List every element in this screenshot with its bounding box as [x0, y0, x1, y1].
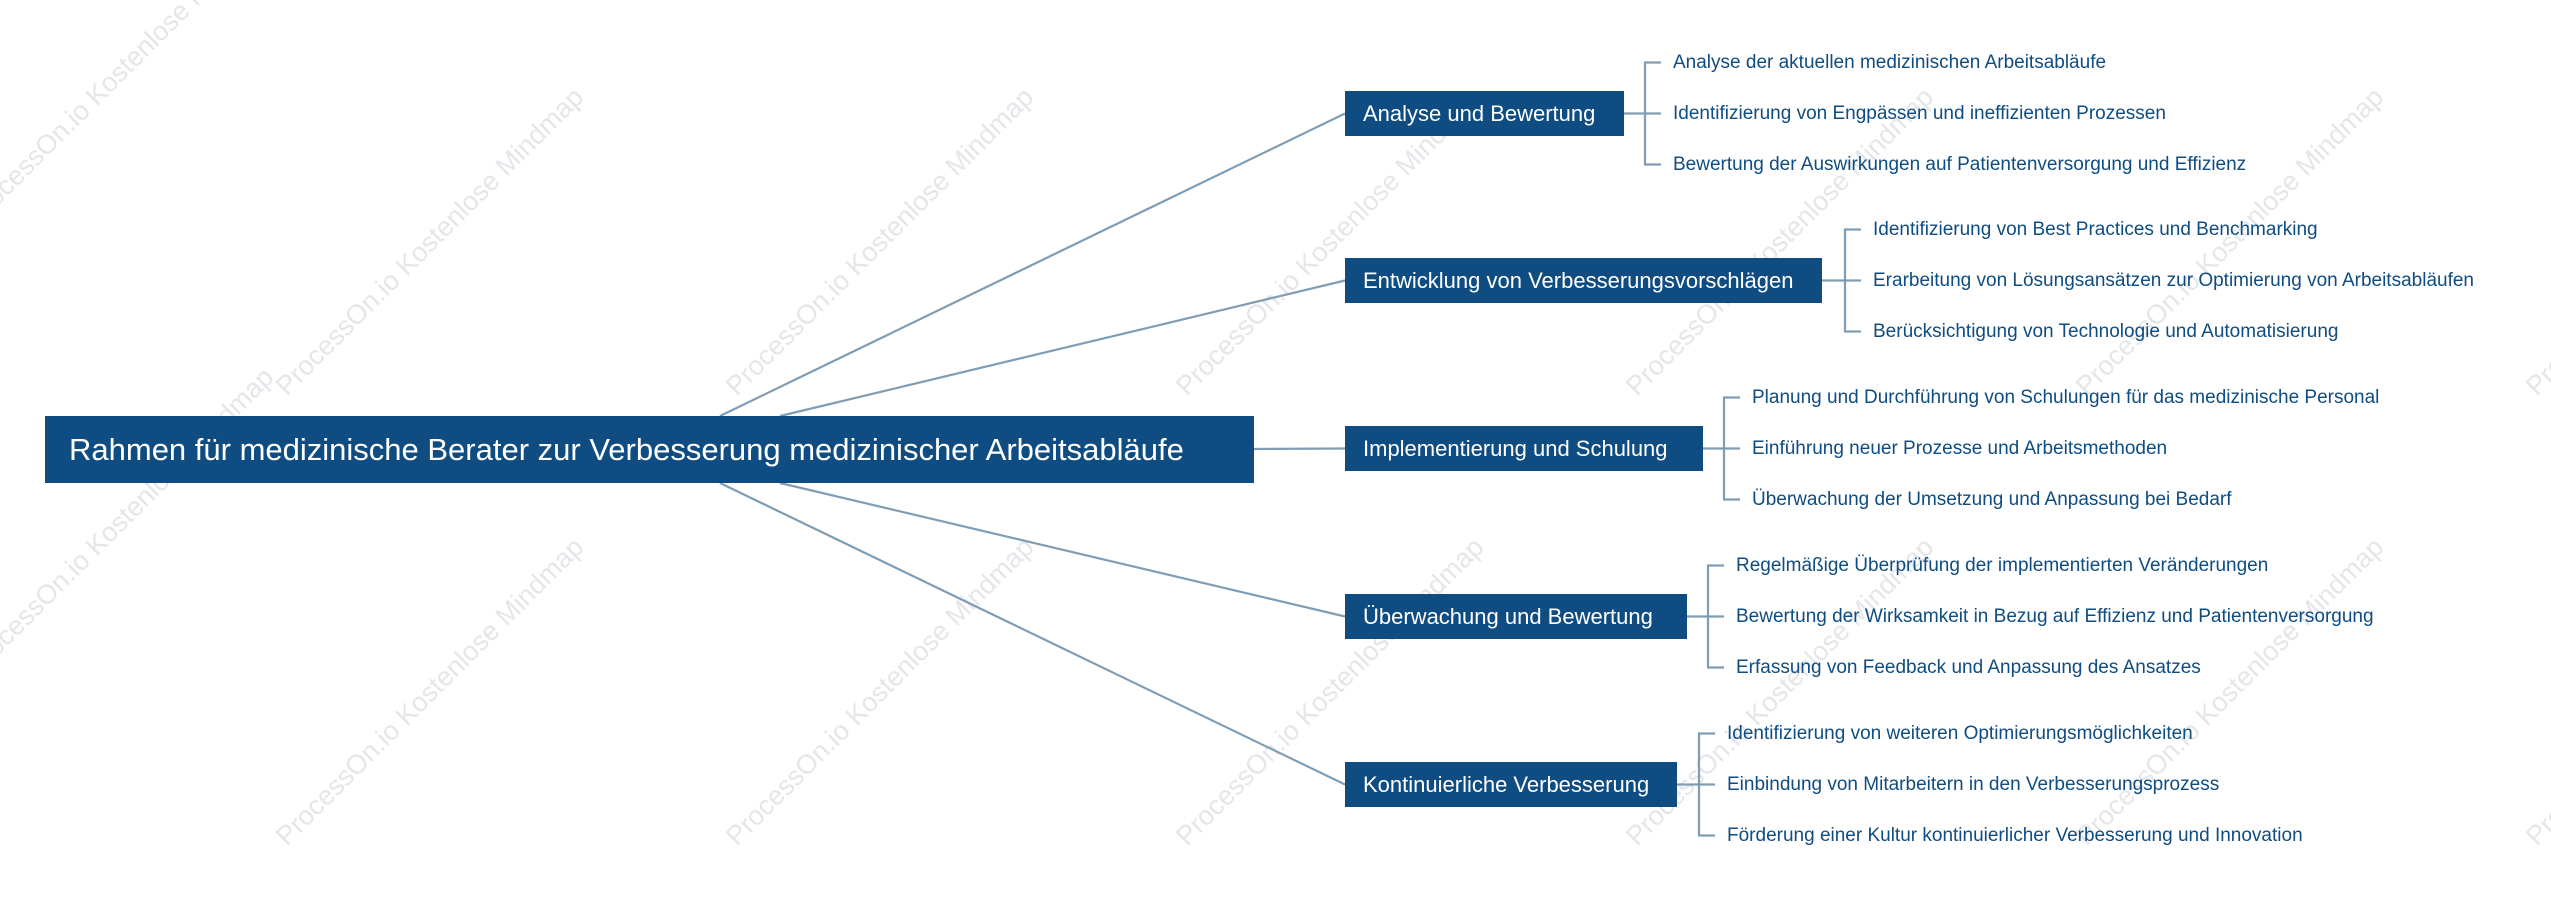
- leaf-bracket: [1706, 564, 1724, 669]
- branch-node[interactable]: Entwicklung von Verbesserungsvorschlägen: [1345, 258, 1822, 303]
- leaf-item[interactable]: Identifizierung von Best Practices und B…: [1873, 218, 2318, 240]
- root-node[interactable]: Rahmen für medizinische Berater zur Verb…: [45, 416, 1254, 483]
- leaf-item[interactable]: Bewertung der Wirksamkeit in Bezug auf E…: [1736, 605, 2374, 627]
- leaf-bracket: [1643, 61, 1661, 166]
- leaf-item[interactable]: Berücksichtigung von Technologie und Aut…: [1873, 320, 2339, 342]
- root-connector: [719, 112, 1346, 417]
- leaf-item[interactable]: Regelmäßige Überprüfung der implementier…: [1736, 554, 2269, 576]
- leaf-item[interactable]: Förderung einer Kultur kontinuierlicher …: [1727, 824, 2303, 846]
- leaf-item[interactable]: Erarbeitung von Lösungsansätzen zur Opti…: [1873, 269, 2474, 291]
- root-connector: [779, 481, 1346, 618]
- branch-node[interactable]: Kontinuierliche Verbesserung: [1345, 762, 1677, 807]
- leaf-item[interactable]: Identifizierung von weiteren Optimierung…: [1727, 722, 2193, 744]
- leaf-item[interactable]: Bewertung der Auswirkungen auf Patienten…: [1673, 153, 2247, 175]
- branch-node[interactable]: Überwachung und Bewertung: [1345, 594, 1687, 639]
- leaf-item[interactable]: Erfassung von Feedback und Anpassung des…: [1736, 656, 2201, 678]
- branch-node[interactable]: Analyse und Bewertung: [1345, 91, 1624, 136]
- leaf-item[interactable]: Überwachung der Umsetzung und Anpassung …: [1752, 488, 2232, 510]
- leaf-item[interactable]: Planung und Durchführung von Schulungen …: [1752, 386, 2380, 408]
- root-connector: [719, 482, 1346, 786]
- leaf-item[interactable]: Analyse der aktuellen medizinischen Arbe…: [1673, 51, 2107, 73]
- branch-node[interactable]: Implementierung und Schulung: [1345, 426, 1703, 471]
- leaf-item[interactable]: Einführung neuer Prozesse und Arbeitsmet…: [1752, 437, 2168, 459]
- leaf-bracket: [1843, 228, 1861, 333]
- root-connector: [779, 279, 1346, 418]
- leaf-bracket: [1697, 732, 1715, 837]
- leaf-bracket: [1722, 396, 1740, 501]
- leaf-item[interactable]: Identifizierung von Engpässen und ineffi…: [1673, 102, 2166, 124]
- leaf-item[interactable]: Einbindung von Mitarbeitern in den Verbe…: [1727, 773, 2220, 795]
- root-connector: [1253, 447, 1346, 451]
